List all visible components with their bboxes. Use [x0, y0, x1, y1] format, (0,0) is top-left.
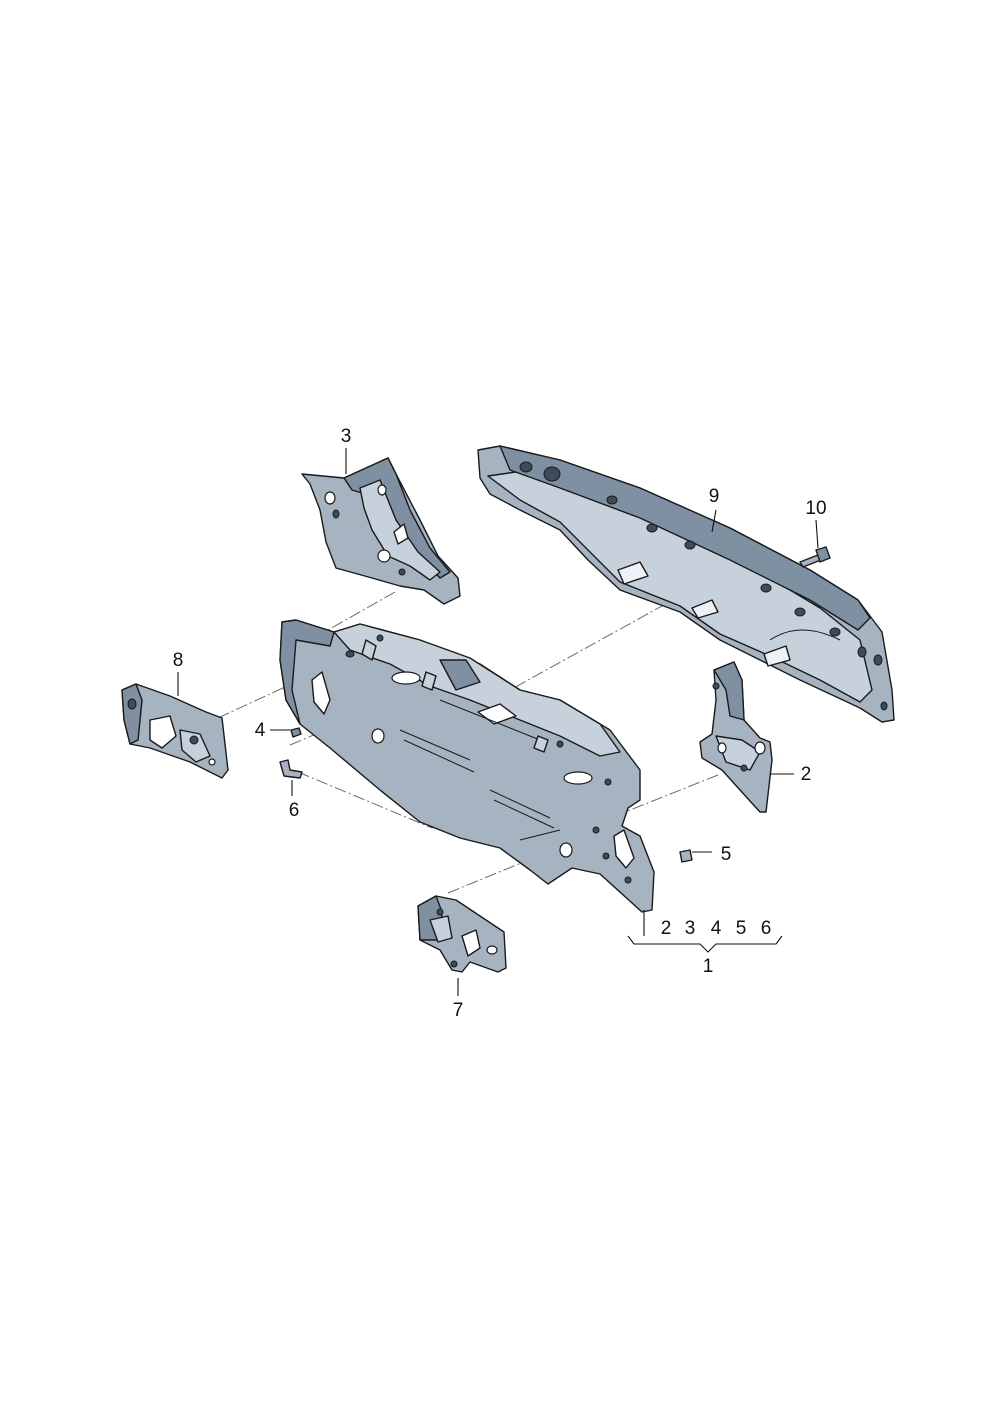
group-label: 6	[761, 918, 772, 939]
part-2-right-bracket[interactable]	[699, 661, 773, 813]
callout-6: 6	[289, 800, 300, 821]
callout-10: 10	[805, 498, 826, 519]
callout-5: 5	[721, 844, 732, 865]
part-8-left-bracket[interactable]	[121, 683, 229, 779]
callout-4: 4	[255, 720, 266, 741]
callout-3: 3	[341, 426, 352, 447]
part-6-clip[interactable]	[279, 759, 303, 779]
callout-8: 8	[173, 650, 184, 671]
group-label: 5	[736, 918, 747, 939]
part-10-bolt[interactable]	[799, 546, 831, 568]
group-label: 2	[661, 918, 672, 939]
callout-9: 9	[709, 486, 720, 507]
part-3-upper-bracket[interactable]	[301, 457, 461, 605]
part-1-rear-panel[interactable]	[279, 619, 655, 913]
assembly-group-labels: 2 3 4 5 6	[661, 918, 772, 939]
callout-2: 2	[801, 764, 812, 785]
group-label: 4	[711, 918, 722, 939]
leader-lines	[177, 448, 819, 996]
part-7-lower-bracket[interactable]	[417, 895, 507, 973]
callout-1: 1	[703, 956, 714, 977]
part-5-nut[interactable]	[679, 849, 693, 863]
part-9-cross-member[interactable]	[477, 445, 895, 723]
callout-7: 7	[453, 1000, 464, 1021]
callout-labels: 3 9 10 8 4 6 2 5 7 1	[173, 426, 827, 1021]
group-label: 3	[685, 918, 696, 939]
part-4-fastener[interactable]	[290, 727, 302, 738]
